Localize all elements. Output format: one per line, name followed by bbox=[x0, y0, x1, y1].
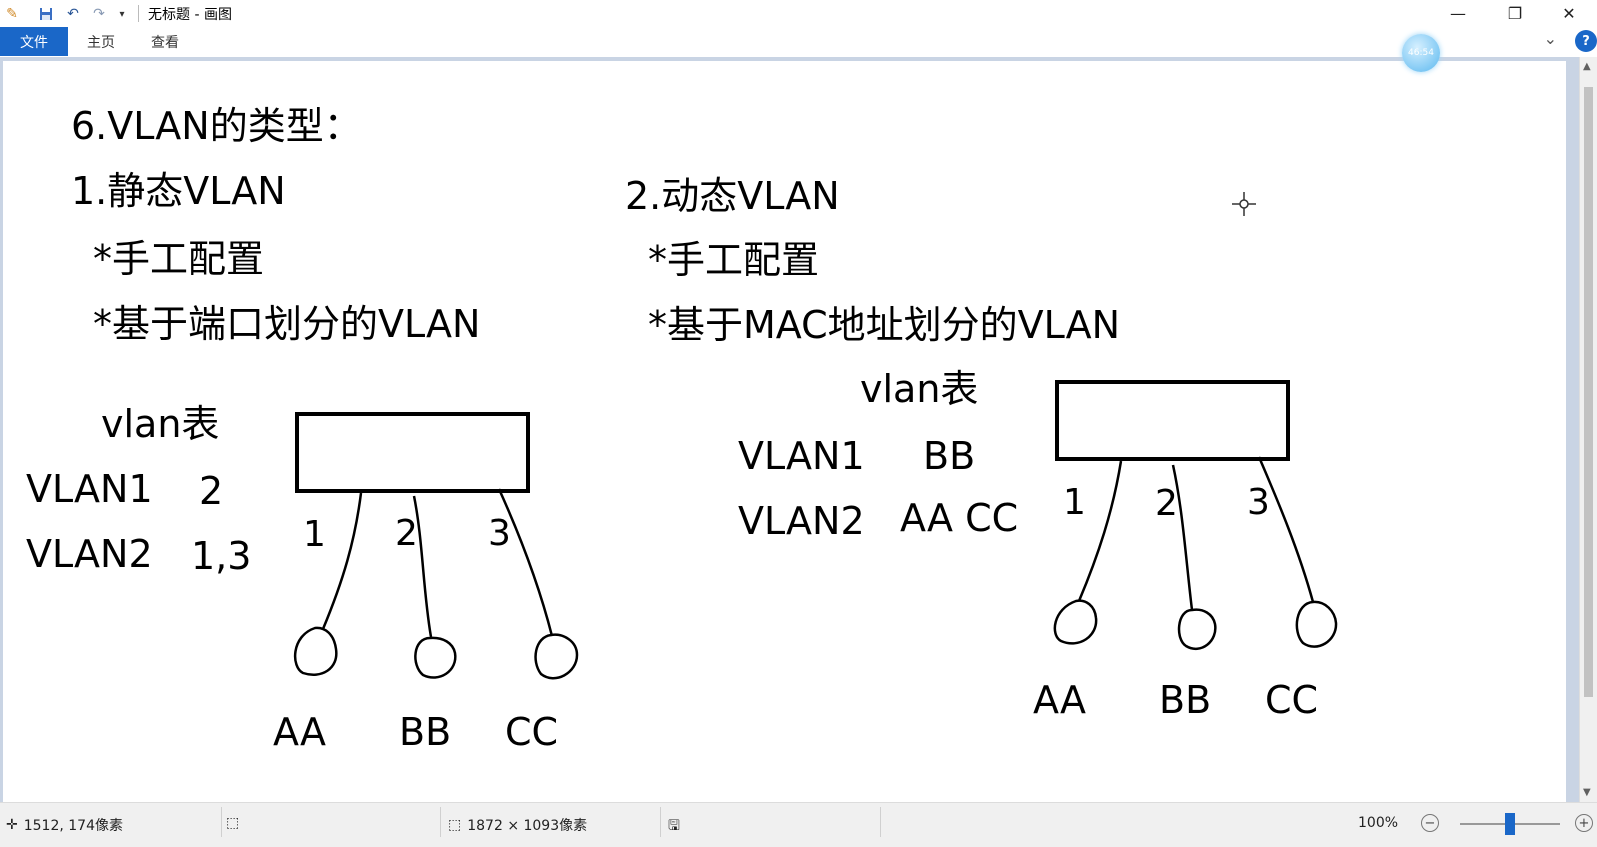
collapse-ribbon-icon[interactable]: ⌄ bbox=[1543, 29, 1557, 48]
left-port-2: 2 bbox=[395, 513, 418, 554]
static-bullet-manual: *手工配置 bbox=[93, 237, 264, 281]
scroll-down-icon[interactable]: ▼ bbox=[1583, 787, 1591, 798]
cursor-position: 1512, 174像素 bbox=[23, 818, 123, 834]
zoom-level: 100% bbox=[1358, 815, 1399, 831]
status-separator bbox=[660, 807, 661, 837]
dynamic-vlan-title: 2.动态VLAN bbox=[625, 174, 840, 218]
right-host-aa-node bbox=[1053, 599, 1098, 645]
close-button[interactable]: ✕ bbox=[1562, 4, 1576, 23]
scroll-up-icon[interactable]: ▲ bbox=[1583, 61, 1591, 72]
right-vlan-row2-value: AA CC bbox=[900, 496, 1018, 540]
left-host-bb-node bbox=[414, 636, 457, 679]
image-size-icon: ⬚ bbox=[448, 817, 462, 833]
right-vlan-row1-name: VLAN1 bbox=[738, 434, 865, 478]
right-port-1: 1 bbox=[1063, 482, 1086, 523]
file-size-field: 🖫 bbox=[668, 815, 680, 839]
zoom-out-button[interactable]: − bbox=[1421, 814, 1439, 832]
dynamic-bullet-manual: *手工配置 bbox=[648, 238, 819, 282]
left-host-bb: BB bbox=[399, 710, 451, 754]
dropdown-icon[interactable]: ▾ bbox=[119, 8, 125, 20]
left-vlan-row1-value: 2 bbox=[199, 469, 223, 513]
cursor-position-field: ✛ 1512, 174像素 bbox=[6, 815, 123, 835]
tab-file[interactable]: 文件 bbox=[0, 27, 68, 56]
right-port-3: 3 bbox=[1247, 482, 1270, 523]
undo-icon[interactable]: ↶ bbox=[67, 6, 79, 22]
tab-view[interactable]: 查看 bbox=[151, 34, 179, 51]
right-link-3 bbox=[1257, 456, 1315, 603]
zoom-in-button[interactable]: + bbox=[1575, 814, 1593, 832]
selection-icon: ⬚ bbox=[226, 815, 240, 831]
scroll-thumb[interactable] bbox=[1584, 87, 1593, 697]
left-switch-box bbox=[295, 412, 530, 493]
image-size-field: ⬚ 1872 × 1093像素 bbox=[448, 815, 587, 835]
left-host-aa: AA bbox=[273, 710, 326, 754]
canvas-drawing: 6.VLAN的类型： 1.静态VLAN *手工配置 *基于端口划分的VLAN 2… bbox=[26, 104, 1338, 754]
left-vlan-row1-name: VLAN1 bbox=[26, 467, 153, 511]
left-vlan-row2-value: 1,3 bbox=[191, 534, 251, 578]
save-icon[interactable] bbox=[36, 4, 56, 24]
left-host-aa-node bbox=[293, 626, 338, 676]
right-host-cc-node bbox=[1295, 600, 1338, 648]
right-link-2 bbox=[1171, 464, 1194, 611]
drawing-canvas[interactable]: 6.VLAN的类型： 1.静态VLAN *手工配置 *基于端口划分的VLAN 2… bbox=[3, 61, 1566, 802]
right-vlan-table-title: vlan表 bbox=[860, 367, 978, 411]
recording-timer-badge: 46:54 bbox=[1402, 34, 1440, 72]
right-link-1 bbox=[1077, 460, 1123, 602]
crosshair-cursor-icon bbox=[1232, 192, 1256, 216]
left-link-1 bbox=[321, 492, 363, 630]
heading: 6.VLAN的类型： bbox=[71, 104, 362, 148]
left-vlan-row2-name: VLAN2 bbox=[26, 532, 153, 576]
minimize-button[interactable]: — bbox=[1450, 4, 1466, 23]
left-host-cc: CC bbox=[505, 710, 558, 754]
canvas-workarea: 6.VLAN的类型： 1.静态VLAN *手工配置 *基于端口划分的VLAN 2… bbox=[0, 57, 1597, 802]
status-separator bbox=[880, 807, 881, 837]
ribbon-tabs: 文件 主页 查看 ⌄ ? bbox=[0, 27, 1597, 57]
status-bar: ✛ 1512, 174像素 ⬚ ⬚ 1872 × 1093像素 🖫 100% −… bbox=[0, 802, 1597, 847]
vertical-scrollbar[interactable]: ▲ ▼ bbox=[1579, 57, 1597, 802]
right-switch-box bbox=[1055, 380, 1290, 461]
right-host-bb: BB bbox=[1159, 678, 1211, 722]
redo-icon[interactable]: ↷ bbox=[93, 6, 105, 22]
right-host-bb-node bbox=[1177, 608, 1217, 650]
image-size: 1872 × 1093像素 bbox=[467, 818, 588, 834]
left-vlan-table-title: vlan表 bbox=[101, 402, 219, 446]
restore-button[interactable]: ❐ bbox=[1507, 4, 1523, 23]
right-port-2: 2 bbox=[1155, 483, 1178, 524]
left-link-2 bbox=[412, 495, 433, 638]
tab-home[interactable]: 主页 bbox=[87, 34, 115, 51]
static-vlan-title: 1.静态VLAN bbox=[71, 169, 286, 213]
move-cursor-icon: ✛ bbox=[6, 817, 18, 833]
title-bar: ✎ ↶ ↷ ▾ 无标题 - 画图 — ❐ ✕ bbox=[0, 0, 1597, 27]
static-bullet-port: *基于端口划分的VLAN bbox=[93, 302, 480, 346]
disk-icon: 🖫 bbox=[668, 818, 680, 834]
title-divider bbox=[138, 5, 139, 22]
help-icon[interactable]: ? bbox=[1575, 30, 1597, 52]
status-separator bbox=[440, 807, 441, 837]
paint-app-icon[interactable]: ✎ bbox=[6, 6, 18, 22]
window-title: 无标题 - 画图 bbox=[148, 7, 232, 23]
selection-size-field: ⬚ bbox=[226, 815, 245, 831]
right-host-aa: AA bbox=[1033, 678, 1086, 722]
right-vlan-row2-name: VLAN2 bbox=[738, 499, 865, 543]
right-host-cc: CC bbox=[1265, 678, 1318, 722]
status-separator bbox=[221, 807, 222, 837]
zoom-slider-thumb[interactable] bbox=[1505, 813, 1515, 835]
dynamic-bullet-mac: *基于MAC地址划分的VLAN bbox=[648, 303, 1120, 347]
left-port-3: 3 bbox=[488, 513, 511, 554]
right-vlan-row1-value: BB bbox=[923, 434, 975, 478]
left-host-cc-node bbox=[534, 633, 579, 680]
left-link-3 bbox=[497, 488, 554, 637]
left-port-1: 1 bbox=[303, 514, 326, 555]
